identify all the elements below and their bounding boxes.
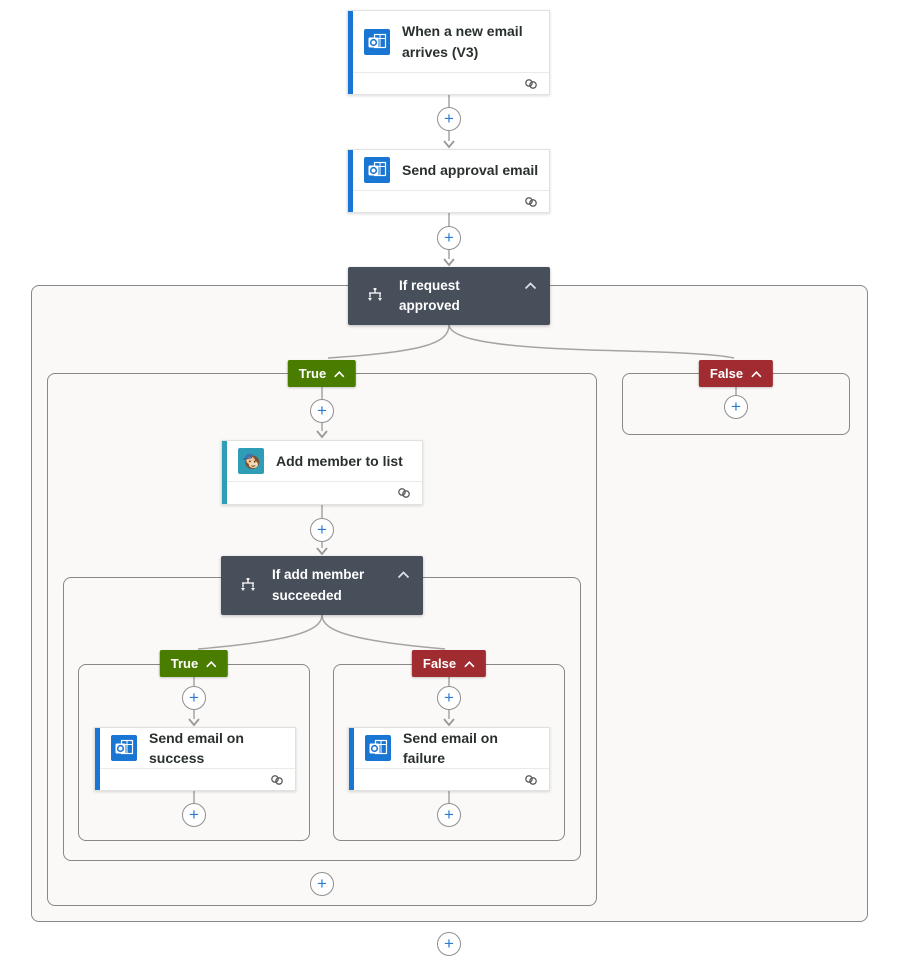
chevron-up-icon[interactable] bbox=[524, 277, 537, 295]
chevron-up-icon[interactable] bbox=[334, 366, 345, 381]
insert-step-button[interactable]: + bbox=[437, 226, 461, 250]
connection-link-icon bbox=[271, 775, 283, 785]
plus-icon: + bbox=[444, 228, 454, 247]
connection-link-icon bbox=[525, 775, 537, 785]
true-branch-badge[interactable]: True bbox=[159, 650, 229, 677]
plus-icon: + bbox=[444, 109, 454, 128]
card-footer bbox=[95, 768, 295, 791]
action-card-send-email-on-failure[interactable]: Send email on failure bbox=[348, 727, 550, 791]
new-step-button[interactable]: + bbox=[437, 932, 461, 956]
accent-bar bbox=[95, 728, 100, 790]
condition-title: If request approved bbox=[399, 277, 460, 313]
condition-card-if-add-member-succeeded[interactable]: If add member succeeded bbox=[221, 556, 423, 615]
outlook-icon bbox=[365, 735, 391, 761]
card-title: When a new email arrives (V3) bbox=[402, 23, 523, 60]
connection-link-icon bbox=[525, 197, 537, 207]
outlook-icon bbox=[364, 28, 390, 55]
card-footer bbox=[349, 768, 549, 791]
plus-icon: + bbox=[317, 874, 327, 893]
condition-branch-icon bbox=[241, 577, 255, 591]
card-title: Send approval email bbox=[402, 161, 539, 178]
true-branch-badge[interactable]: True bbox=[287, 360, 357, 387]
false-branch-badge[interactable]: False bbox=[411, 650, 487, 677]
branch-label: False bbox=[709, 366, 744, 381]
insert-action-button[interactable]: + bbox=[437, 803, 461, 827]
chevron-up-icon[interactable] bbox=[751, 366, 762, 381]
plus-icon: + bbox=[444, 934, 454, 953]
branch-label: True bbox=[298, 366, 327, 381]
plus-icon: + bbox=[444, 805, 454, 824]
plus-icon: + bbox=[189, 805, 199, 824]
condition-title: If add member succeeded bbox=[272, 567, 365, 603]
condition-branch-icon bbox=[368, 288, 382, 301]
plus-icon: + bbox=[444, 688, 454, 707]
insert-action-button[interactable]: + bbox=[182, 686, 206, 710]
card-footer bbox=[222, 481, 422, 504]
plus-icon: + bbox=[731, 397, 741, 416]
card-footer bbox=[348, 190, 549, 213]
card-title: Send email on success bbox=[149, 729, 244, 766]
action-card-send-email-on-success[interactable]: Send email on success bbox=[94, 727, 296, 791]
accent-bar bbox=[349, 728, 354, 790]
card-title: Add member to list bbox=[276, 452, 403, 469]
insert-action-button[interactable]: + bbox=[437, 686, 461, 710]
insert-step-button[interactable]: + bbox=[310, 518, 334, 542]
chevron-up-icon[interactable] bbox=[464, 656, 475, 671]
plus-icon: + bbox=[189, 688, 199, 707]
accent-bar bbox=[348, 11, 353, 94]
mailchimp-icon bbox=[238, 448, 264, 474]
connection-link-icon bbox=[525, 79, 537, 89]
branch-label: False bbox=[422, 656, 457, 671]
accent-bar bbox=[222, 441, 227, 504]
outlook-icon bbox=[111, 735, 137, 761]
branch-label: True bbox=[170, 656, 199, 671]
card-footer bbox=[348, 72, 549, 95]
card-title: Send email on failure bbox=[403, 729, 498, 766]
chevron-up-icon[interactable] bbox=[206, 656, 217, 671]
accent-bar bbox=[348, 150, 353, 212]
condition-card-if-request-approved[interactable]: If request approved bbox=[348, 267, 550, 325]
plus-icon: + bbox=[317, 520, 327, 539]
plus-icon: + bbox=[317, 401, 327, 420]
insert-action-button[interactable]: + bbox=[310, 872, 334, 896]
insert-action-button[interactable]: + bbox=[310, 399, 334, 423]
false-branch-badge[interactable]: False bbox=[698, 360, 774, 387]
insert-step-button[interactable]: + bbox=[437, 107, 461, 131]
connection-link-icon bbox=[398, 488, 410, 498]
chevron-up-icon[interactable] bbox=[397, 566, 410, 584]
trigger-card-when-new-email-arrives[interactable]: When a new email arrives (V3) bbox=[347, 10, 550, 95]
outlook-icon bbox=[364, 157, 390, 183]
action-card-add-member-to-list[interactable]: Add member to list bbox=[221, 440, 423, 505]
action-card-send-approval-email[interactable]: Send approval email bbox=[347, 149, 550, 213]
insert-action-button[interactable]: + bbox=[182, 803, 206, 827]
insert-action-button[interactable]: + bbox=[724, 395, 748, 419]
